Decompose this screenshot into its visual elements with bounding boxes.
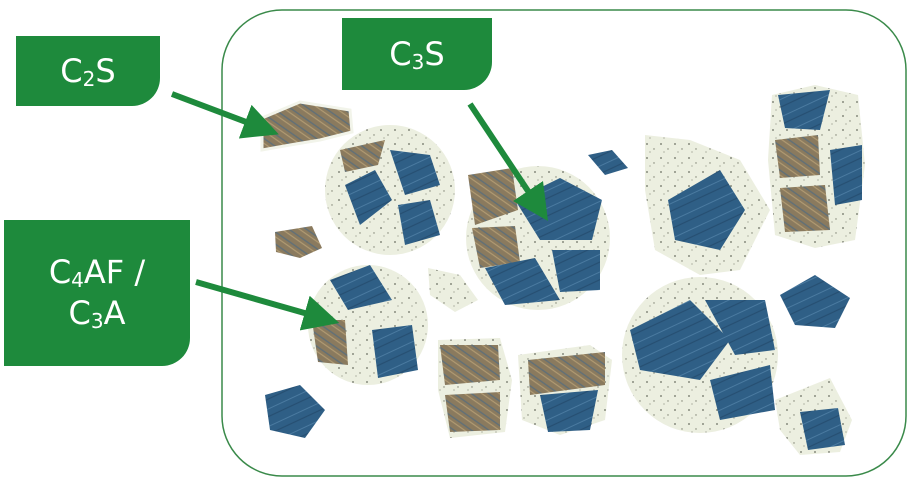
particle bbox=[275, 226, 322, 258]
label-c3s: C3S bbox=[342, 18, 492, 90]
belite-crystal bbox=[780, 185, 830, 232]
arrow-c4af-c3a bbox=[196, 282, 322, 318]
label-c3s-sub: 3 bbox=[412, 50, 425, 74]
alite-crystal bbox=[540, 390, 598, 432]
label-c2s: C2S bbox=[16, 36, 160, 106]
label-c4af-base2: AF / bbox=[84, 253, 145, 291]
belite-crystal bbox=[440, 345, 500, 385]
particle bbox=[780, 275, 850, 328]
particle bbox=[262, 102, 352, 150]
label-c3a-sub: 3 bbox=[91, 309, 104, 333]
particle bbox=[428, 268, 478, 312]
label-c4af-c3a: C4AF / C3A bbox=[4, 220, 190, 366]
belite-crystal bbox=[445, 392, 500, 432]
micrograph-particles bbox=[262, 85, 865, 455]
label-c2s-base1: C bbox=[60, 52, 82, 90]
label-c2s-sub: 2 bbox=[83, 67, 96, 91]
alite-crystal bbox=[830, 145, 862, 205]
label-c4af-base1: C bbox=[49, 253, 71, 291]
alite-crystal bbox=[552, 250, 600, 292]
alite-crystal bbox=[372, 325, 418, 378]
belite-crystal bbox=[312, 320, 348, 365]
particle bbox=[588, 150, 628, 175]
alite-crystal bbox=[800, 408, 845, 450]
label-c3s-base2: S bbox=[424, 35, 444, 73]
belite-crystal bbox=[472, 226, 520, 268]
label-c2s-base2: S bbox=[95, 52, 115, 90]
label-c3a-base1: C bbox=[69, 294, 91, 332]
label-c3a-base2: A bbox=[104, 294, 126, 332]
label-c4af-sub: 4 bbox=[71, 268, 84, 292]
particle bbox=[265, 385, 325, 438]
arrow-c2s bbox=[172, 94, 262, 128]
label-c3s-base1: C bbox=[389, 35, 411, 73]
belite-crystal bbox=[775, 135, 820, 178]
